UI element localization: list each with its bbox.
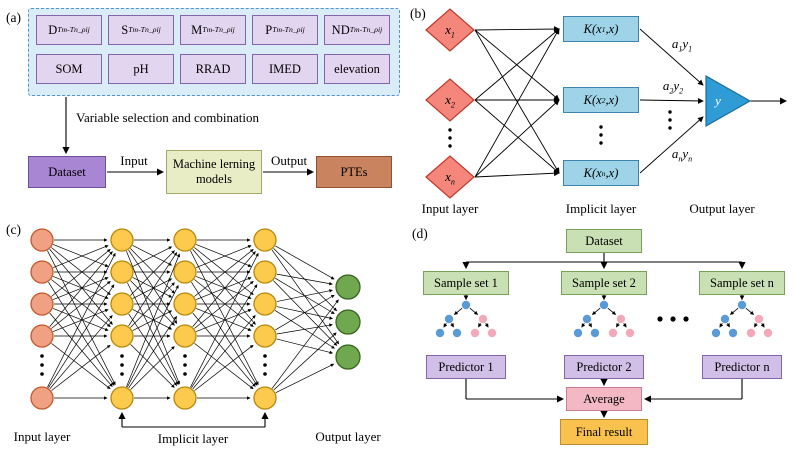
weight-y: y [682,36,689,51]
kernel-post: ,x) [605,21,619,36]
b-input-layer-label: Input layer [421,201,479,216]
b-output-layer-label: Output layer [689,201,755,216]
c-output-layer-label: Output layer [315,429,381,444]
input-var: x [445,92,451,107]
weight-label: anyn [660,146,704,164]
variable-sub: Tm-Tn_ρij [128,25,161,35]
output-node-label: y [715,93,721,108]
weight-a: a [662,78,670,93]
kernel-sub: 1 [601,24,606,34]
variable-sub: Tm-Tn_ρij [57,25,90,35]
variable-main: M [191,22,203,37]
weight-label: a1y1 [660,36,704,54]
input-var: x [445,22,451,37]
panel-d-graphics [435,253,773,419]
sample-set-box: Sample set 2 [561,271,647,295]
weight-a: a [671,146,679,161]
panel-c-network [30,228,361,428]
input-node-label: x1 [430,22,470,40]
kernel-sub: 2 [601,95,606,105]
panel-a-arrows [62,97,315,176]
kernel-sub: n [601,168,606,178]
sample-set-box: Sample set n [699,271,785,295]
d-dataset-box: Dataset [566,229,642,253]
ptes-box: PTEs [316,156,392,188]
panel-d-label: (d) [412,226,428,241]
panel-c-label: (c) [6,222,21,237]
input-var-sub: 1 [450,30,455,40]
variable-box: IMED [252,54,318,84]
output-arrow-label: Output [270,153,308,168]
input-arrow-label: Input [120,153,148,168]
panel-a-label: (a) [6,10,21,25]
weight-y-sub: 1 [688,44,693,54]
ml-models-box: Machine lerning models [166,150,262,194]
kernel-post: ,x) [605,92,619,107]
variable-sub: Tm-Tn_ρij [202,25,235,35]
variable-sub: Tm-Tn_ρij [349,25,383,35]
predictor-box: Predictor n [702,355,782,379]
variable-sub: Tm-Tn_ρij [272,25,305,35]
variable-selection-label: Variable selection and combination [76,110,260,125]
weight-a-sub: 2 [669,86,674,96]
weight-y: y [682,146,689,161]
variable-main: P [265,22,273,37]
variable-box: RRAD [180,54,246,84]
variable-main: D [48,22,58,37]
weight-a-sub: n [678,154,683,164]
weight-y-sub: 2 [679,86,684,96]
input-var-sub: 2 [450,100,455,110]
predictor-box: Predictor 1 [426,355,506,379]
kernel-pre: K(x [583,21,602,36]
input-node-label: xn [430,169,470,187]
kernel-pre: K(x [583,165,602,180]
weight-y: y [673,78,680,93]
sample-set-box: Sample set 1 [423,271,509,295]
input-var: x [445,169,451,184]
variable-box: pH [108,54,174,84]
kernel-post: ,x) [605,165,619,180]
input-var-sub: n [450,177,455,187]
variable-box: elevation [324,54,390,84]
weight-y-sub: n [688,154,693,164]
b-implicit-layer-label: Implicit layer [565,201,637,216]
panel-b-graphics [425,8,788,199]
c-input-layer-label: Input layer [13,429,71,444]
variable-box: SOM [36,54,102,84]
weight-a: a [671,36,679,51]
average-box: Average [566,387,642,411]
variable-main: S [121,22,129,37]
weight-label: a2y2 [651,78,695,96]
dataset-box: Dataset [28,156,106,188]
weight-a-sub: 1 [678,44,683,54]
final-result-box: Final result [560,419,648,445]
panel-b-label: (b) [410,6,426,21]
c-implicit-layer-label: Implicit layer [157,431,229,446]
input-node-label: x2 [430,92,470,110]
variable-main: ND [331,22,350,37]
predictor-box: Predictor 2 [564,355,644,379]
kernel-pre: K(x [583,92,602,107]
